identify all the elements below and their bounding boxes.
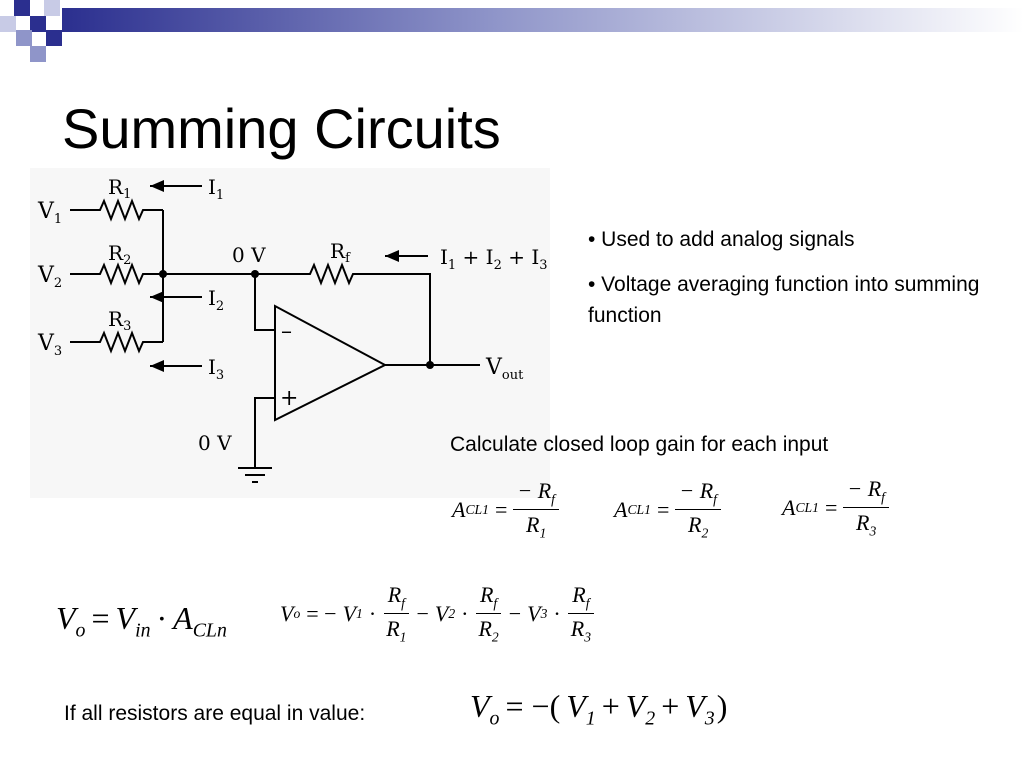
bullet-add-signals: • Used to add analog signals <box>588 228 855 251</box>
circuit-background <box>30 168 550 498</box>
resistor-r2-wire <box>70 262 163 286</box>
deco-square <box>16 30 32 46</box>
deco-square <box>30 46 46 62</box>
bullet-averaging: • Voltage averaging function into summin… <box>588 273 980 327</box>
input-v2-label: V2 <box>37 263 62 291</box>
general-equation: Vo=Vin·ACLn <box>56 600 227 642</box>
noninverting-input-wire <box>254 397 275 468</box>
resistor-r2-label: R2 <box>108 241 131 268</box>
slide-title: Summing Circuits <box>62 97 501 160</box>
current-i1-label: I1 <box>208 175 224 203</box>
current-i3-label: I3 <box>208 355 224 383</box>
summing-circuit-diagram: V1 V2 V3 R1 R2 R3 I1 I2 I3 0 V 0 V Rf I1… <box>30 168 550 498</box>
virtual-ground-label: 0 V <box>232 243 266 267</box>
resistor-r3-wire <box>70 330 163 354</box>
junction-dot <box>251 270 259 278</box>
feedback-current-label: I1 + I2 + I3 <box>440 245 548 273</box>
resistor-r1-wire <box>70 198 163 222</box>
current-arrow-lines <box>150 185 428 367</box>
resistor-r3-label: R3 <box>108 307 131 334</box>
resistor-r1-label: R1 <box>108 175 131 202</box>
feedback-resistor <box>163 262 431 365</box>
input-v3-label: V3 <box>37 331 62 359</box>
deco-square <box>0 16 16 32</box>
input-v1-label: V1 <box>37 199 62 227</box>
deco-square <box>44 0 60 16</box>
current-i2-label: I2 <box>208 286 224 314</box>
junction-dot <box>426 361 434 369</box>
junction-dot <box>159 270 167 278</box>
noninverting-sign: + <box>280 386 298 411</box>
output-label: Vout <box>485 355 524 383</box>
ground-symbol <box>238 467 272 483</box>
equal-resistors-note: If all resistors are equal in value: <box>64 702 366 725</box>
calc-note: Calculate closed loop gain for each inpu… <box>450 433 829 456</box>
header-gradient-bar <box>62 8 1024 32</box>
equal-resistors-equation: Vo= −(V1+V2+V3) <box>470 688 728 730</box>
inverting-sign: – <box>281 319 292 344</box>
deco-square <box>46 30 62 46</box>
deco-square <box>30 16 46 32</box>
feedback-resistor-label: Rf <box>330 239 351 266</box>
op-amp-symbol <box>274 304 388 422</box>
ground-label: 0 V <box>198 431 232 455</box>
inverting-input-wire <box>254 274 275 331</box>
deco-square <box>14 0 30 16</box>
